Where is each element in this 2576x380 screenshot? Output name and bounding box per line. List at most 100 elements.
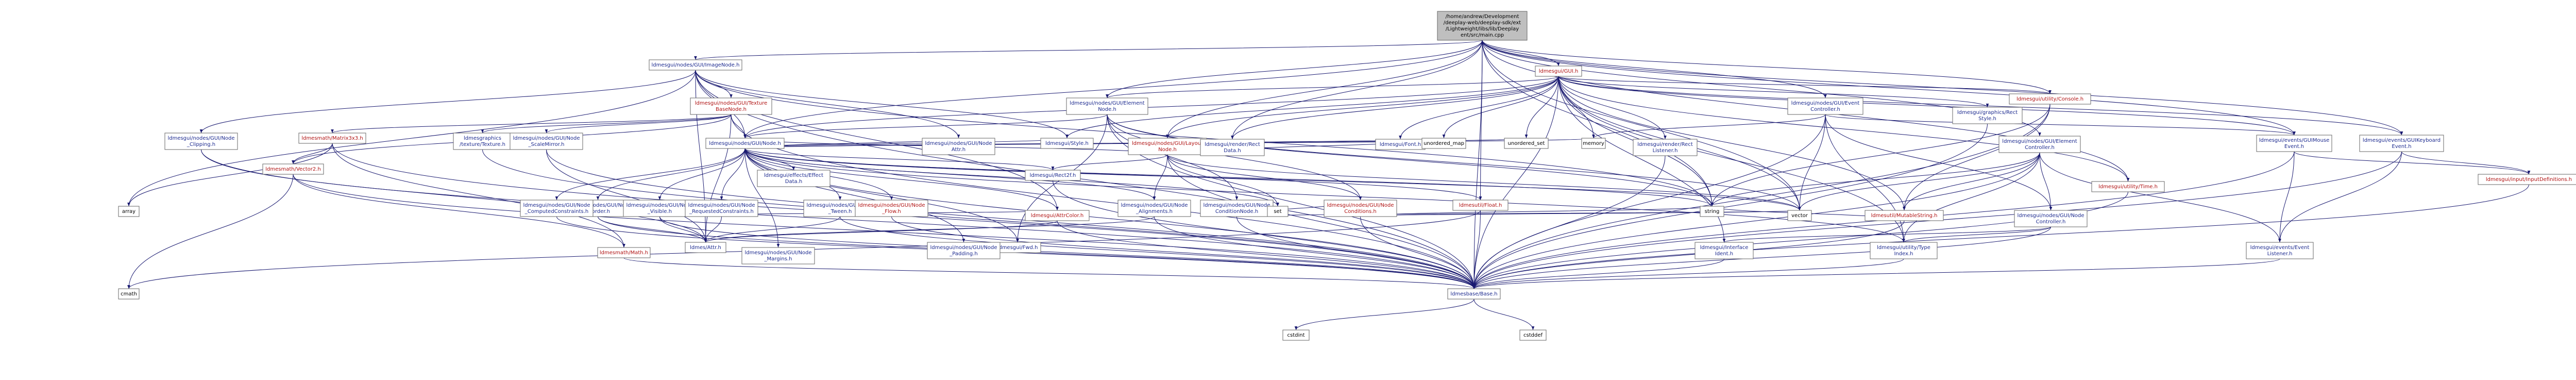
node-label-line: ldmes/Attr.h <box>690 245 721 251</box>
node-box <box>1025 170 1081 181</box>
graph-node-n1[interactable]: ldmesgui/nodes/GUI/ImageNode.h <box>649 59 742 71</box>
edge-root-n21 <box>1166 40 1483 139</box>
graph-node-n8[interactable]: ldmesgui/nodes/GUI/Node.h <box>705 138 785 149</box>
graph-node-n17[interactable]: ldmesgui/Rect2f.h <box>1025 170 1081 181</box>
node-label-line: Node.h <box>1158 147 1177 153</box>
graph-node-n41[interactable]: ldmesgui/Font.h <box>1375 139 1426 150</box>
graph-node-n7[interactable]: ldmesgui/nodes/GUI/Node_ScaleMirror.h <box>510 133 583 150</box>
node-label-line: Event.h <box>2284 144 2304 150</box>
edge-n21-n22 <box>1167 154 1362 201</box>
graph-node-n3[interactable]: ldmesgui/nodes/GUI/Node_Clipping.h <box>164 133 238 150</box>
graph-node-n35[interactable]: ldmesutil/MutableString.h <box>1865 210 1944 221</box>
node-box <box>1694 242 1754 259</box>
node-label-line: ldmesgui/nodes/GUI/Layout <box>1132 141 1203 146</box>
node-label-line: Ident.h <box>1715 251 1733 257</box>
dependency-edge <box>744 148 1055 171</box>
dependency-edge <box>596 148 745 201</box>
dependency-edge <box>481 114 732 134</box>
edge-n21-n53 <box>1167 154 1801 211</box>
edge-n27-n33 <box>2401 151 2531 175</box>
graph-node-n40[interactable]: ldmesgui/Style.h <box>1040 138 1094 149</box>
dependency-edge <box>546 149 1476 289</box>
edge-n18-n42 <box>1057 220 1476 289</box>
node-box <box>855 200 928 217</box>
graph-node-n4[interactable]: ldmesmath/Matrix3x3.h <box>298 133 366 144</box>
graph-node-n13[interactable]: ldmesgui/nodes/GUI/Node_RequestedConstra… <box>685 200 758 217</box>
graph-node-n31[interactable]: ldmesgui/utility/Console.h <box>2009 93 2091 105</box>
graph-node-n34[interactable]: ldmesutil/Float.h <box>1452 200 1509 211</box>
graph-node-n33[interactable]: ldmesgui/input/InputDefinitions.h <box>2478 174 2576 185</box>
dependency-edge <box>623 257 1476 289</box>
node-label-line: ldmesgui/utility/Console.h <box>2016 96 2083 102</box>
node-label-line: ldmesgui/nodes/GUI/Node <box>930 245 997 251</box>
graph-node-n51: memory <box>1581 138 1606 149</box>
edge-n19-n42 <box>1236 216 1476 289</box>
edge-n11-n46 <box>659 216 707 243</box>
graph-node-n48[interactable]: ldmesgui/nodes/GUI/Node_Padding.h <box>927 242 1001 259</box>
edge-n29-n42 <box>1472 123 1988 289</box>
edge-n3-n46 <box>201 149 707 243</box>
dependency-edge <box>743 114 1108 139</box>
graph-node-n6[interactable]: ldmesgraphics/texture/Texture.h <box>453 133 512 150</box>
graph-node-n32[interactable]: ldmesgui/utility/Time.h <box>2091 181 2165 192</box>
dependency-edge <box>1294 299 1475 331</box>
node-label-line: ldmesgui/nodes/GUI/Node <box>688 203 755 208</box>
dependency-edge <box>1558 76 2052 94</box>
edge-n8-n9 <box>596 148 745 201</box>
dependency-edge <box>1065 76 1559 139</box>
graph-node-n47[interactable]: ldmesgui/nodes/GUI/Node_Margins.h <box>741 247 815 265</box>
node-label-line: ldmesgui/nodes/GUI/Node <box>2017 213 2084 219</box>
graph-node-n36[interactable]: ldmesmath/Math.h <box>597 247 651 258</box>
graph-node-n5[interactable]: ldmesmath/Vector2.h <box>262 163 324 175</box>
edge-n36-n42 <box>623 257 1476 289</box>
edge-n20-n53 <box>1107 114 1801 211</box>
graph-node-n18[interactable]: ldmesgui/AttrColor.h <box>1025 210 1090 221</box>
node-label-line: ldmesgui/nodes/GUI/Node <box>925 141 992 146</box>
dependency-edge <box>1482 40 1827 98</box>
edge-n21-n15 <box>1153 154 1168 201</box>
dependency-edge <box>1524 76 1559 139</box>
edge-n23-n40 <box>1065 76 1559 139</box>
graph-node-n46[interactable]: ldmes/Attr.h <box>685 242 726 253</box>
edge-n10-n46 <box>704 216 840 243</box>
graph-node-n11[interactable]: ldmesgui/nodes/GUI/Node_Visible.h <box>623 200 697 217</box>
edge-n37-n42 <box>1472 258 1904 289</box>
node-label-line: _Margins.h <box>764 256 792 262</box>
edge-n17-n42 <box>1053 180 1476 289</box>
edge-n2-n8 <box>731 114 747 139</box>
dependency-edge <box>127 70 696 207</box>
dependency-edge <box>1053 180 1476 289</box>
graph-node-n12[interactable]: ldmesgui/nodes/GUI/Node_ComputedConstrai… <box>520 200 594 217</box>
graph-node-n14[interactable]: ldmesgui/nodes/GUI/Node_Flow.h <box>855 200 928 217</box>
graph-node-n45[interactable]: ldmesgui/Fwd.h <box>994 242 1041 253</box>
node-label-line: ldmesgui/nodes/GUI/Event <box>1791 101 1860 106</box>
node-label-line: cmath <box>121 291 137 297</box>
node-label-line: ldmesgui/nodes/GUI/ImageNode.h <box>652 62 740 68</box>
edge-n8-n54 <box>744 148 1279 207</box>
node-label-line: _ComputedConstraints.h <box>524 209 589 214</box>
edge-n31-n35 <box>1903 104 2050 211</box>
graph-node-n23[interactable]: ldmesgui/GUI.h <box>1535 65 1582 77</box>
node-box <box>1581 138 1606 149</box>
edge-root-n1 <box>694 40 1483 60</box>
graph-node-n15[interactable]: ldmesgui/nodes/GUI/Node_Alignments.h <box>1117 200 1191 217</box>
graph-node-n42[interactable]: ldmesbase/Base.h <box>1447 288 1501 300</box>
